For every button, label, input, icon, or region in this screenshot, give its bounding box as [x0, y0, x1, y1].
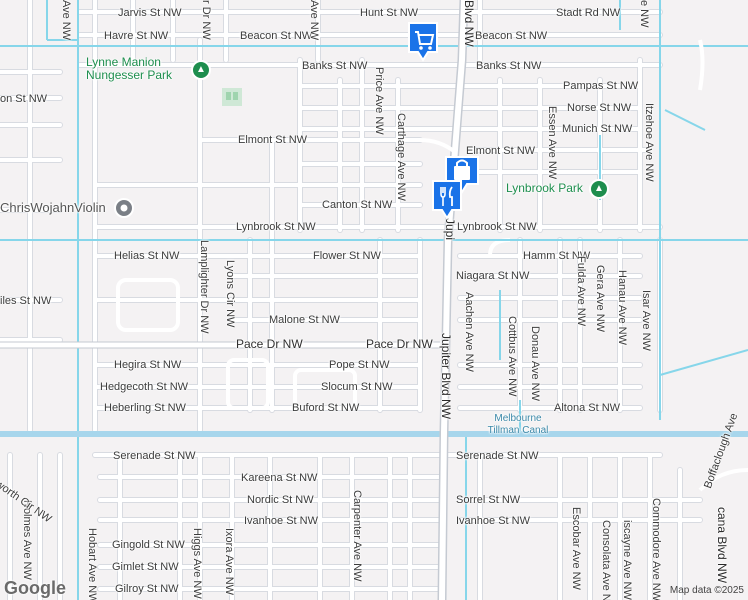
tree-icon[interactable]: ▲	[191, 60, 211, 80]
street-label-hedgecoth: Hedgecoth St NW	[100, 381, 189, 393]
street-label-top-ave-d: e NW	[638, 0, 650, 28]
street-label-elmont-east: Elmont St NW	[466, 145, 536, 157]
street-label-pope: Pope St NW	[329, 359, 390, 371]
street-label-jupiter-mid: Jupi	[443, 218, 457, 241]
street-label-serenade-east: Serenade St NW	[456, 450, 539, 462]
street-label-hegira: Hegira St NW	[114, 359, 182, 371]
street-label-munich: Munich St NW	[562, 123, 633, 135]
street-label-ivanhoe-east: Ivanhoe St NW	[456, 515, 530, 527]
street-label-lynbrook-west: Lynbrook St NW	[236, 221, 316, 233]
street-label-isar: Isar Ave NW	[640, 290, 652, 351]
street-label-aachen: Aachen Ave NW	[463, 292, 475, 372]
street-label-jarvis: Jarvis St NW	[118, 7, 182, 19]
map-attribution[interactable]: Map data ©2025	[669, 585, 744, 596]
street-label-serenade-west: Serenade St NW	[113, 450, 196, 462]
street-label-gera: Gera Ave NW	[594, 265, 606, 333]
street-label-gilroy: Gilroy St NW	[115, 583, 179, 595]
park-label-lynne-manion-text: Lynne Manion Nungesser Park	[86, 55, 173, 82]
street-label-carthage: Carthage Ave NW	[395, 113, 407, 201]
street-label-heberling: Heberling St NW	[104, 402, 186, 414]
street-label-lamplighter: Lamplighter Dr NW	[198, 240, 210, 334]
street-label-lynbrook-east: Lynbrook St NW	[457, 221, 537, 233]
street-label-beacon-east: Beacon St NW	[475, 30, 548, 42]
street-label-buford: Buford St NW	[292, 402, 360, 414]
street-label-higgs: Higgs Ave NW	[191, 528, 203, 599]
street-label-havre: Havre St NW	[104, 30, 169, 42]
street-label-cana: cana Blvd NW	[715, 507, 729, 584]
street-label-fulda: Fulda Ave NW	[575, 256, 587, 327]
street-label-ixora: Ixora Ave NW	[223, 528, 235, 596]
street-label-on: on St NW	[0, 93, 48, 105]
street-label-kareena: Kareena St NW	[241, 472, 318, 484]
street-label-biscayne: iscayne Ave NW	[621, 520, 633, 600]
street-label-ivanhoe-west: Ivanhoe St NW	[244, 515, 318, 527]
street-label-norse: Norse St NW	[567, 102, 632, 114]
street-label-commodore: Commodore Ave NW	[650, 498, 662, 600]
street-label-donau: Donau Ave NW	[529, 326, 541, 402]
street-label-cottbus: Cottbus Ave NW	[506, 316, 518, 397]
street-label-itzehoe: Itzehoe Ave NW	[643, 103, 655, 182]
street-label-helias: Helias St NW	[114, 250, 180, 262]
canal-label-text: Melbourne Tillman Canal	[487, 413, 549, 436]
street-label-flower: Flower St NW	[313, 250, 381, 262]
park-label-lynne-manion[interactable]: Lynne Manion Nungesser Park	[86, 56, 191, 82]
street-label-consolata: Consolata Ave NW	[600, 520, 612, 600]
street-label-top-ave-b: r Dr NW	[200, 0, 212, 40]
street-label-essen: Essen Ave NW	[546, 106, 558, 180]
street-label-escobar: Escobar Ave NW	[570, 507, 582, 590]
street-label-carpenter: Carpenter Ave NW	[351, 490, 363, 582]
google-logo: Google	[4, 578, 66, 598]
street-label-pace-east: Pace Dr NW	[366, 337, 433, 351]
street-label-nordic: Nordic St NW	[247, 494, 314, 506]
park-label-lynbrook[interactable]: Lynbrook Park	[506, 181, 583, 195]
street-label-price: Price Ave NW	[373, 67, 385, 135]
street-label-top-ave-a: Ave NW	[60, 0, 72, 41]
violin-icon[interactable]	[114, 198, 134, 218]
street-label-hanau: Hanau Ave NW	[616, 270, 628, 346]
street-label-gimlet: Gimlet St NW	[112, 561, 179, 573]
street-label-canton: Canton St NW	[322, 199, 393, 211]
street-label-banks-east: Banks St NW	[476, 60, 542, 72]
poi-label-violin[interactable]: ChrisWojahnViolin	[0, 200, 106, 215]
street-label-stadt: Stadt Rd NW	[556, 7, 621, 19]
street-label-niagara: Niagara St NW	[456, 270, 530, 282]
street-label-altona: Altona St NW	[554, 402, 621, 414]
street-label-jupiter-top: Blvd NW	[462, 0, 476, 47]
street-label-pace-west: Pace Dr NW	[236, 337, 303, 351]
street-label-jupiter: Jupiter Blvd NW	[439, 333, 453, 420]
street-label-elmont-west: Elmont St NW	[238, 134, 308, 146]
street-label-hobart: Hobart Ave NW	[86, 528, 98, 600]
street-label-lyons: Lyons Cir NW	[224, 260, 236, 328]
street-label-beacon-west: Beacon St NW	[240, 30, 313, 42]
tree-icon[interactable]: ▲	[589, 179, 609, 199]
street-label-iles: iles St NW	[0, 295, 52, 307]
street-label-malone: Malone St NW	[269, 314, 340, 326]
street-label-sorrel: Sorrel St NW	[456, 494, 521, 506]
street-label-banks-west: Banks St NW	[302, 60, 368, 72]
fork-knife-icon[interactable]	[430, 178, 464, 220]
street-label-gingold: Gingold St NW	[112, 539, 185, 551]
shopping-cart-icon[interactable]	[406, 20, 440, 62]
street-label-top-ave-c: Ave NW	[308, 0, 320, 41]
street-label-hunt: Hunt St NW	[360, 7, 419, 19]
street-label-slocum: Slocum St NW	[321, 381, 393, 393]
canal-label: Melbourne Tillman Canal	[482, 413, 554, 437]
street-label-pampas: Pampas St NW	[563, 80, 639, 92]
street-label-hamm: Hamm St NW	[523, 250, 591, 262]
